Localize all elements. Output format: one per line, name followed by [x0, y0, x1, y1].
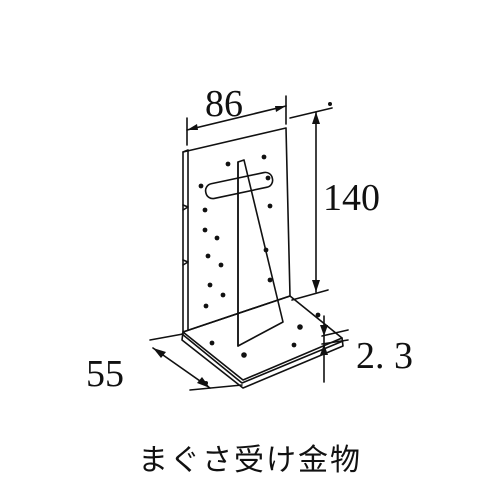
dimension-depth-label: 55: [86, 353, 124, 395]
base-plate: [182, 295, 343, 381]
base-hole: [204, 381, 208, 385]
dimension-height-label: 140: [323, 177, 380, 219]
base-front-edge: [181, 331, 344, 389]
dim-140-ext-top: [289, 107, 333, 119]
dim-23-ext-a: [321, 329, 349, 337]
dim-86-line: [186, 105, 287, 131]
dim-140-ext-bottom: [291, 289, 329, 301]
arrowhead: [312, 112, 320, 124]
arrowhead: [312, 280, 320, 292]
plate-hole: [203, 303, 209, 309]
base-hole: [241, 352, 247, 358]
plate-hole: [220, 292, 226, 298]
arrowhead: [197, 377, 210, 388]
dimension-thickness-label: 2. 3: [356, 335, 413, 377]
base-hole: [291, 342, 297, 348]
plate-hole: [265, 175, 271, 181]
base-hole: [315, 312, 321, 318]
arrowhead: [153, 348, 166, 358]
base-hole: [209, 340, 215, 346]
plate-hole: [261, 154, 267, 160]
base-hole: [328, 102, 332, 106]
plate-hole: [267, 277, 273, 283]
dim-55-ext-b: [189, 384, 243, 391]
plate-hole: [207, 282, 213, 288]
dimension-width-label: 86: [205, 83, 243, 125]
plate-hole: [267, 203, 273, 209]
plate-holes: [198, 102, 332, 385]
plate-edge: [182, 149, 189, 331]
slot-hole: [204, 171, 274, 200]
dim-55-ext-a: [149, 333, 184, 341]
dim-23-ext-b: [321, 339, 349, 345]
plate-notch: [182, 259, 189, 266]
plate-hole: [205, 253, 211, 259]
arrowhead: [187, 124, 198, 130]
base-hole: [297, 324, 303, 330]
plate-hole: [225, 161, 231, 167]
plate-notch: [182, 204, 189, 211]
plate-hole: [202, 207, 208, 213]
arrowhead: [320, 344, 328, 355]
plate-hole: [263, 247, 269, 253]
plate-hole: [214, 235, 220, 241]
caption: まぐさ受け金物: [138, 443, 362, 478]
arrowhead: [275, 106, 286, 112]
plate-hole: [202, 227, 208, 233]
plate-hole: [218, 262, 224, 268]
arrowhead: [320, 325, 328, 336]
base-plate-edge: [181, 333, 344, 384]
plate-hole: [198, 183, 204, 189]
